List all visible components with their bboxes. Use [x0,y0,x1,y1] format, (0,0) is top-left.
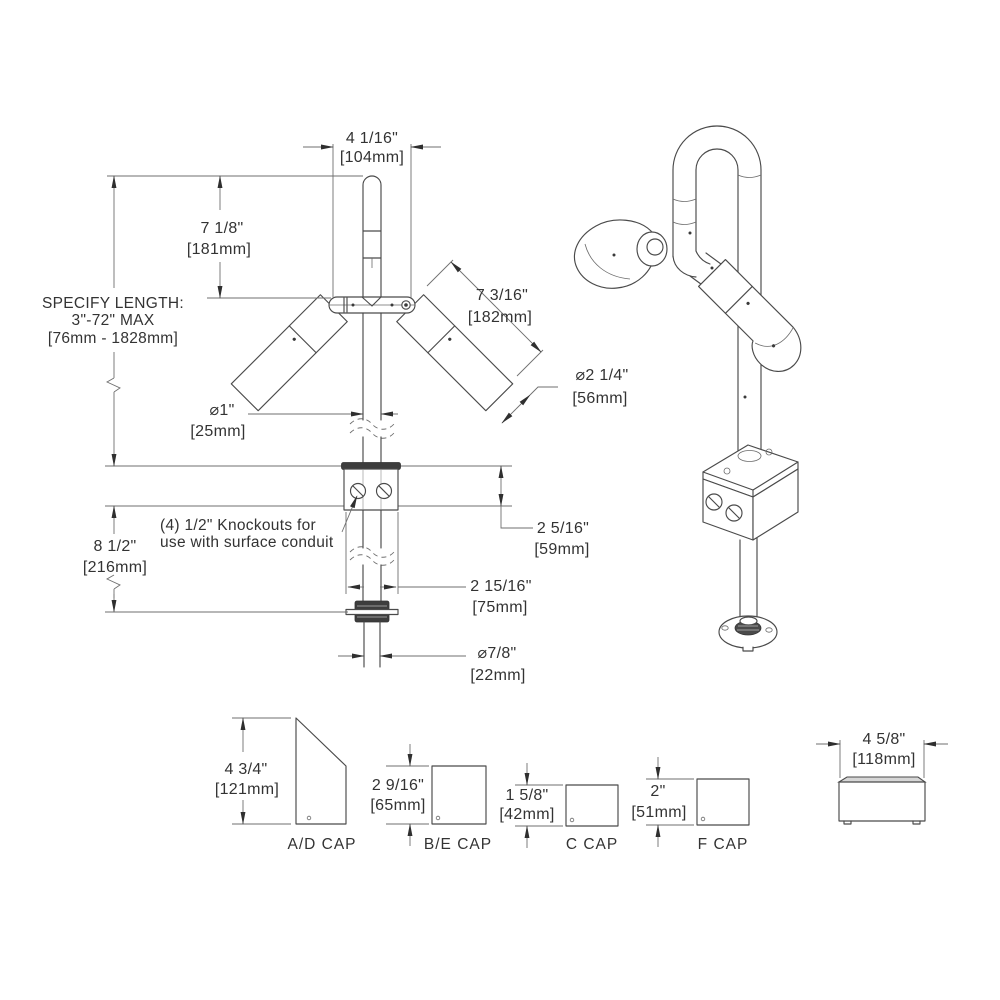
knockout-note-line1: (4) 1/2" Knockouts for [160,517,316,534]
pole-break-upper [349,418,395,430]
lid-width-mm: [118mm] [852,751,915,768]
dim-head-length: 7 3/16" [182mm] [426,259,544,377]
dim-head-dia-mm: [56mm] [572,390,627,407]
knockout-note-leader [341,495,358,533]
dim-bar-width-in: 4 1/16" [346,130,398,147]
iso-junction-box [702,444,799,541]
dim-head-dia: ⌀2 1/4" [56mm] [501,367,629,424]
cap-be: 2 9/16" [65mm] B/E CAP [370,744,492,853]
specify-length-line2: 3"-72" MAX [72,312,155,329]
front-left-head [230,294,348,412]
dim-head-dia-in: ⌀2 1/4" [576,367,629,384]
front-crossbar [328,296,416,314]
dim-bar-width-mm: [104mm] [340,149,404,166]
cap-f-in: 2" [650,783,665,800]
dim-box-width-mm: [75mm] [472,599,527,616]
right-head-screw-dot [448,337,452,341]
cap-be-label: B/E CAP [424,836,492,853]
cap-be-screw [435,815,441,821]
flange-notch [742,646,754,652]
iso-right-head [697,258,802,372]
dim-below-grade-mm: [216mm] [83,559,147,576]
specify-length-line1: SPECIFY LENGTH: [42,295,184,312]
iso-left-head [573,219,668,289]
cap-c-in: 1 5/8" [505,787,548,804]
dim-box-width-in: 2 15/16" [470,578,531,595]
front-view: 4 1/16" [104mm] 7 1/8" [181mm] SPECIFY L… [42,130,629,684]
isometric-view [573,125,802,652]
dim-head-length-in: 7 3/16" [476,287,528,304]
iso-pole-entry [737,450,762,462]
dim-box-depth-in: 2 5/16" [537,520,589,537]
cap-c-mm: [42mm] [499,806,554,823]
dim-specify-length: SPECIFY LENGTH: 3"-72" MAX [76mm - 1828m… [42,175,184,467]
lid-width-in: 4 5/8" [862,731,905,748]
dim-stub-dia-mm: [22mm] [470,667,525,684]
dim-pole-dia: ⌀1" [25mm] [190,402,398,440]
specify-length-line3: [76mm - 1828mm] [48,330,178,347]
cap-ad-mm: [121mm] [215,781,279,798]
cap-c: 1 5/8" [42mm] C CAP [499,763,619,853]
dim-box-width: 2 15/16" [75mm] [345,512,531,616]
dim-box-depth: 2 5/16" [59mm] [498,465,589,558]
dim-top-to-bar-mm: [181mm] [187,241,251,258]
left-head-screw-dot [292,337,296,341]
dim-bar-width: 4 1/16" [104mm] [303,130,441,298]
cap-f-label: F CAP [698,836,749,853]
dim-stub-dia-in: ⌀7/8" [477,645,516,662]
cap-ad-screw [306,815,312,821]
iso-box-screw-2 [765,448,773,456]
dim-break-symbol [106,377,121,393]
cap-c-screw [569,817,575,823]
cap-ad: 4 3/4" [121mm] A/D CAP [215,717,356,853]
dim-top-to-bar: 7 1/8" [181mm] [107,175,363,299]
caps-row: 4 3/4" [121mm] A/D CAP 2 9/16" [65mm] B/… [215,717,948,853]
iso-box-screw-1 [723,467,731,475]
cap-f-mm: [51mm] [631,804,686,821]
dim-box-depth-mm: [59mm] [534,541,589,558]
front-pole-upper [362,175,382,313]
lid-top-face [837,776,927,783]
lid-foot-notch-right [912,820,921,825]
threaded-coupling [345,600,399,623]
dim-below-grade: 8 1/2" [216mm] [83,505,348,613]
lock-washer [345,608,399,616]
cap-c-label: C CAP [566,836,618,853]
pole-break-lower [349,546,395,558]
cap-be-in: 2 9/16" [372,777,424,794]
lid-foot-notch-left [843,820,852,825]
front-junction-box [341,462,401,511]
dim-pole-dia-mm: [25mm] [190,423,245,440]
lid-cap: 4 5/8" [118mm] [816,731,948,825]
dim-stub-dia: ⌀7/8" [22mm] [338,645,525,684]
cap-ad-label: A/D CAP [287,836,356,853]
cap-ad-in: 4 3/4" [224,761,267,778]
knockout-note-line2: use with surface conduit [160,534,334,551]
dim-below-grade-in: 8 1/2" [93,538,136,555]
cap-f-screw [700,816,706,822]
dim-head-length-mm: [182mm] [468,309,532,326]
dim-break-symbol [106,574,121,590]
iso-lower-pole-and-flange [718,537,778,652]
knockout-note: (4) 1/2" Knockouts for use with surface … [160,495,358,551]
cap-f: 2" [51mm] F CAP [631,757,750,853]
dim-pole-dia-in: ⌀1" [209,402,234,419]
dim-top-to-bar-in: 7 1/8" [200,220,243,237]
cap-be-mm: [65mm] [370,797,425,814]
